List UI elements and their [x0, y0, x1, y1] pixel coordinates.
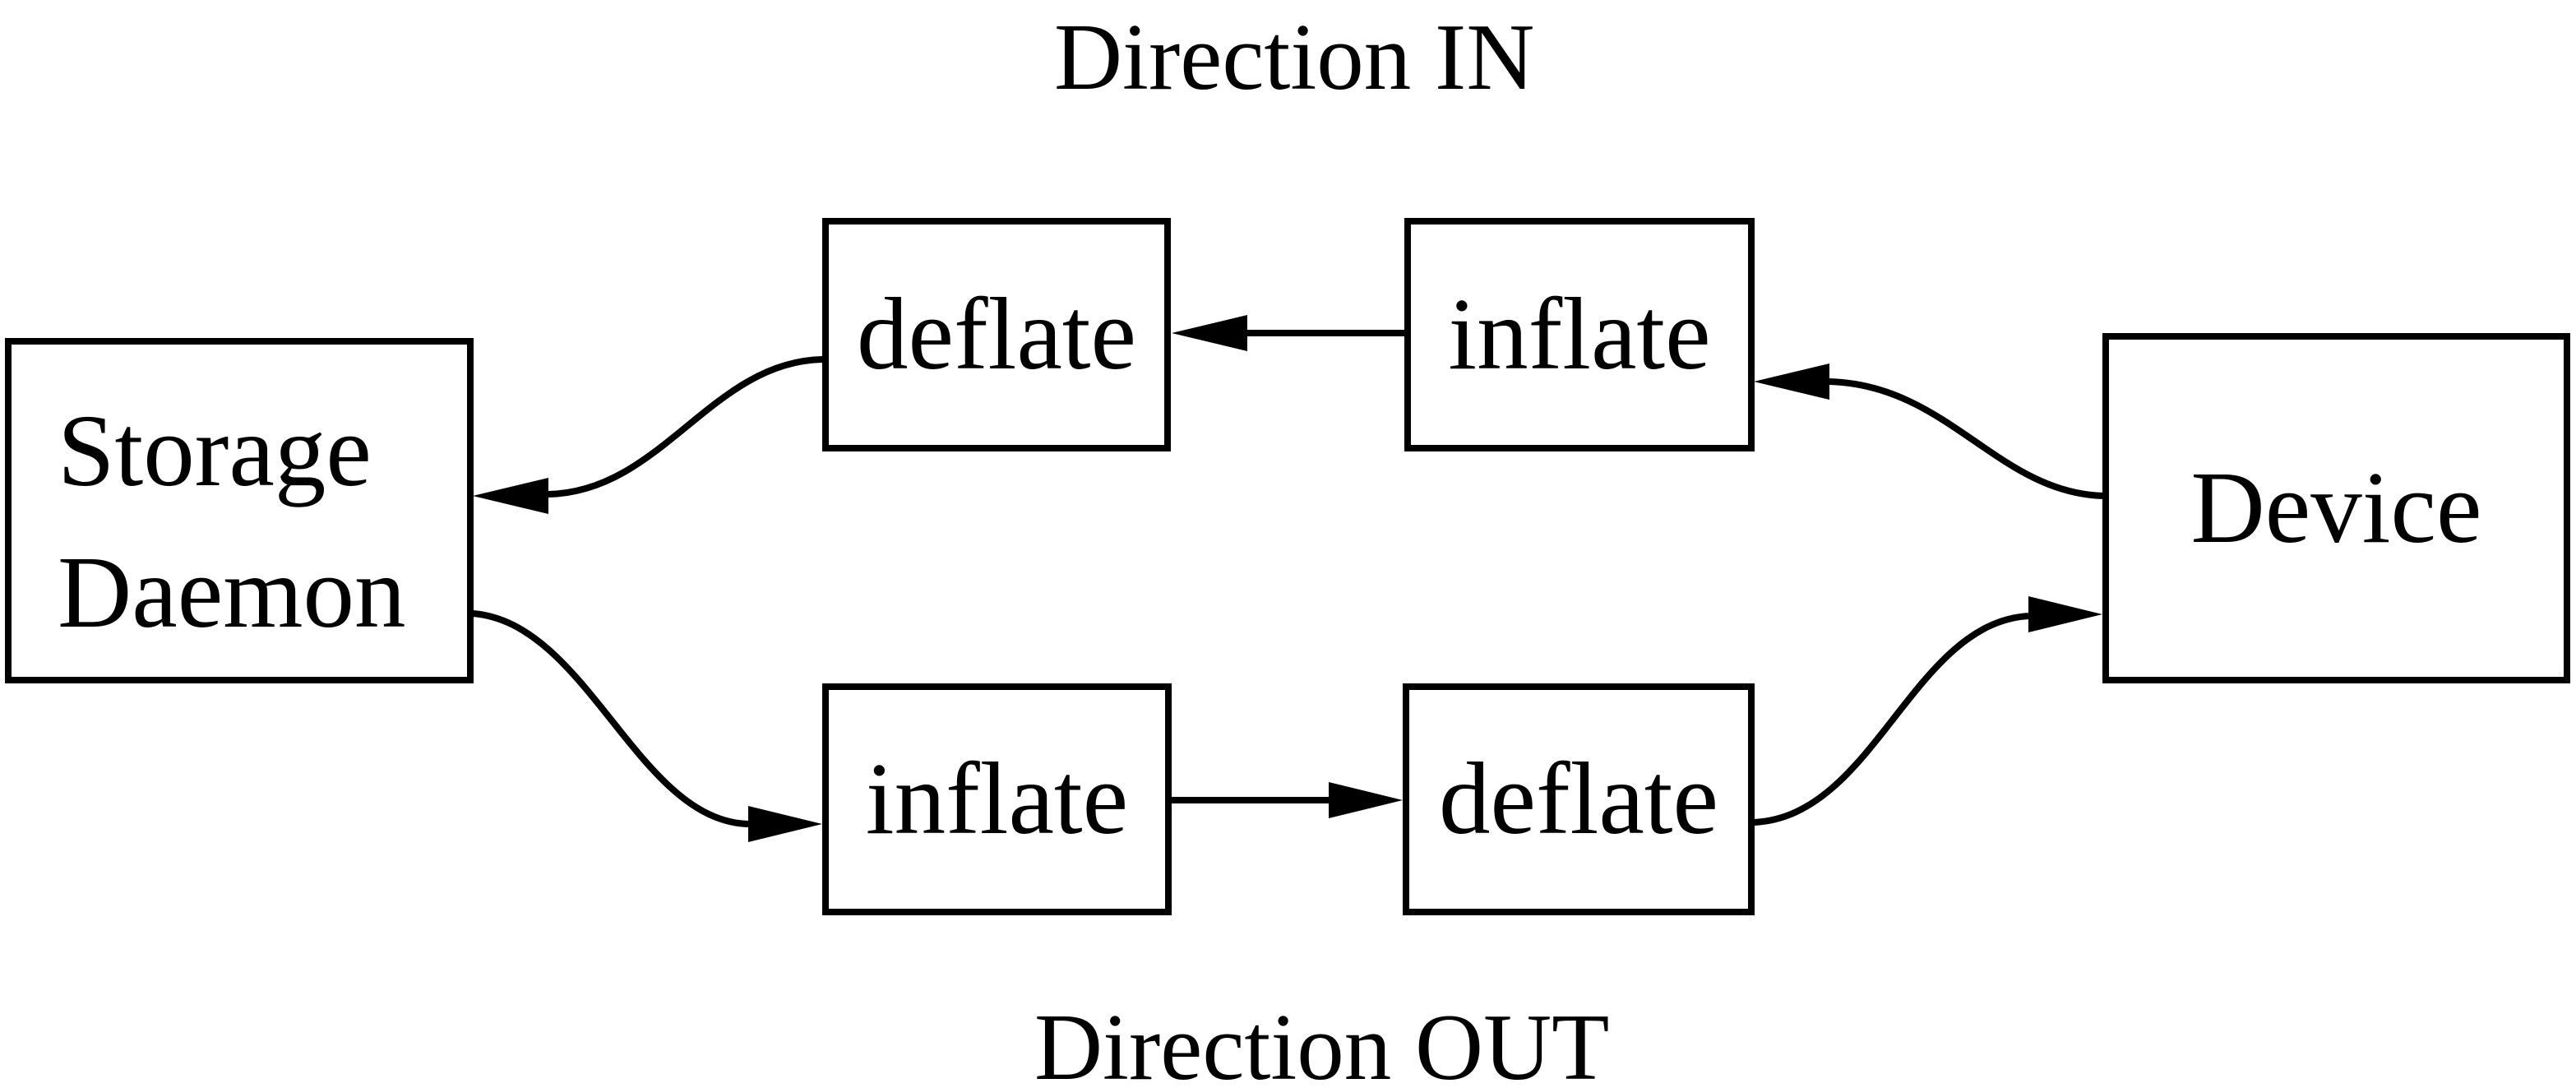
- device-label: Device: [2190, 451, 2482, 565]
- deflate-out-node: deflate: [1403, 683, 1755, 915]
- storage-daemon-label-line2: Daemon: [58, 536, 406, 650]
- inflate-in-node: inflate: [1404, 218, 1755, 451]
- arrowhead-into-deflate-in-icon: [1172, 315, 1247, 351]
- inflate-in-label: inflate: [1448, 278, 1711, 391]
- device-node: Device: [2102, 333, 2570, 683]
- storage-daemon-node: Storage Daemon: [5, 338, 474, 683]
- edge-storage-to-inflate: [472, 610, 749, 827]
- direction-out-title: Direction OUT: [1034, 995, 1610, 1088]
- arrowhead-into-device-icon: [2028, 596, 2102, 632]
- deflate-in-label: deflate: [856, 278, 1137, 391]
- arrowhead-into-inflate-in-icon: [1754, 363, 1829, 400]
- deflate-in-node: deflate: [822, 218, 1171, 451]
- arrowhead-into-storage-icon: [473, 478, 548, 514]
- storage-daemon-label-line1: Storage: [58, 395, 372, 508]
- direction-in-title: Direction IN: [1054, 5, 1535, 109]
- arrowhead-into-deflate-out-icon: [1329, 782, 1403, 818]
- inflate-out-node: inflate: [822, 683, 1172, 915]
- edge-deflate-to-device: [1753, 613, 2029, 826]
- edge-device-to-inflate-in: [1829, 378, 2105, 499]
- edge-deflate-to-storage: [548, 356, 823, 498]
- arrowhead-into-inflate-out-icon: [748, 806, 822, 842]
- inflate-out-label: inflate: [865, 743, 1129, 856]
- deflate-out-label: deflate: [1438, 743, 1719, 856]
